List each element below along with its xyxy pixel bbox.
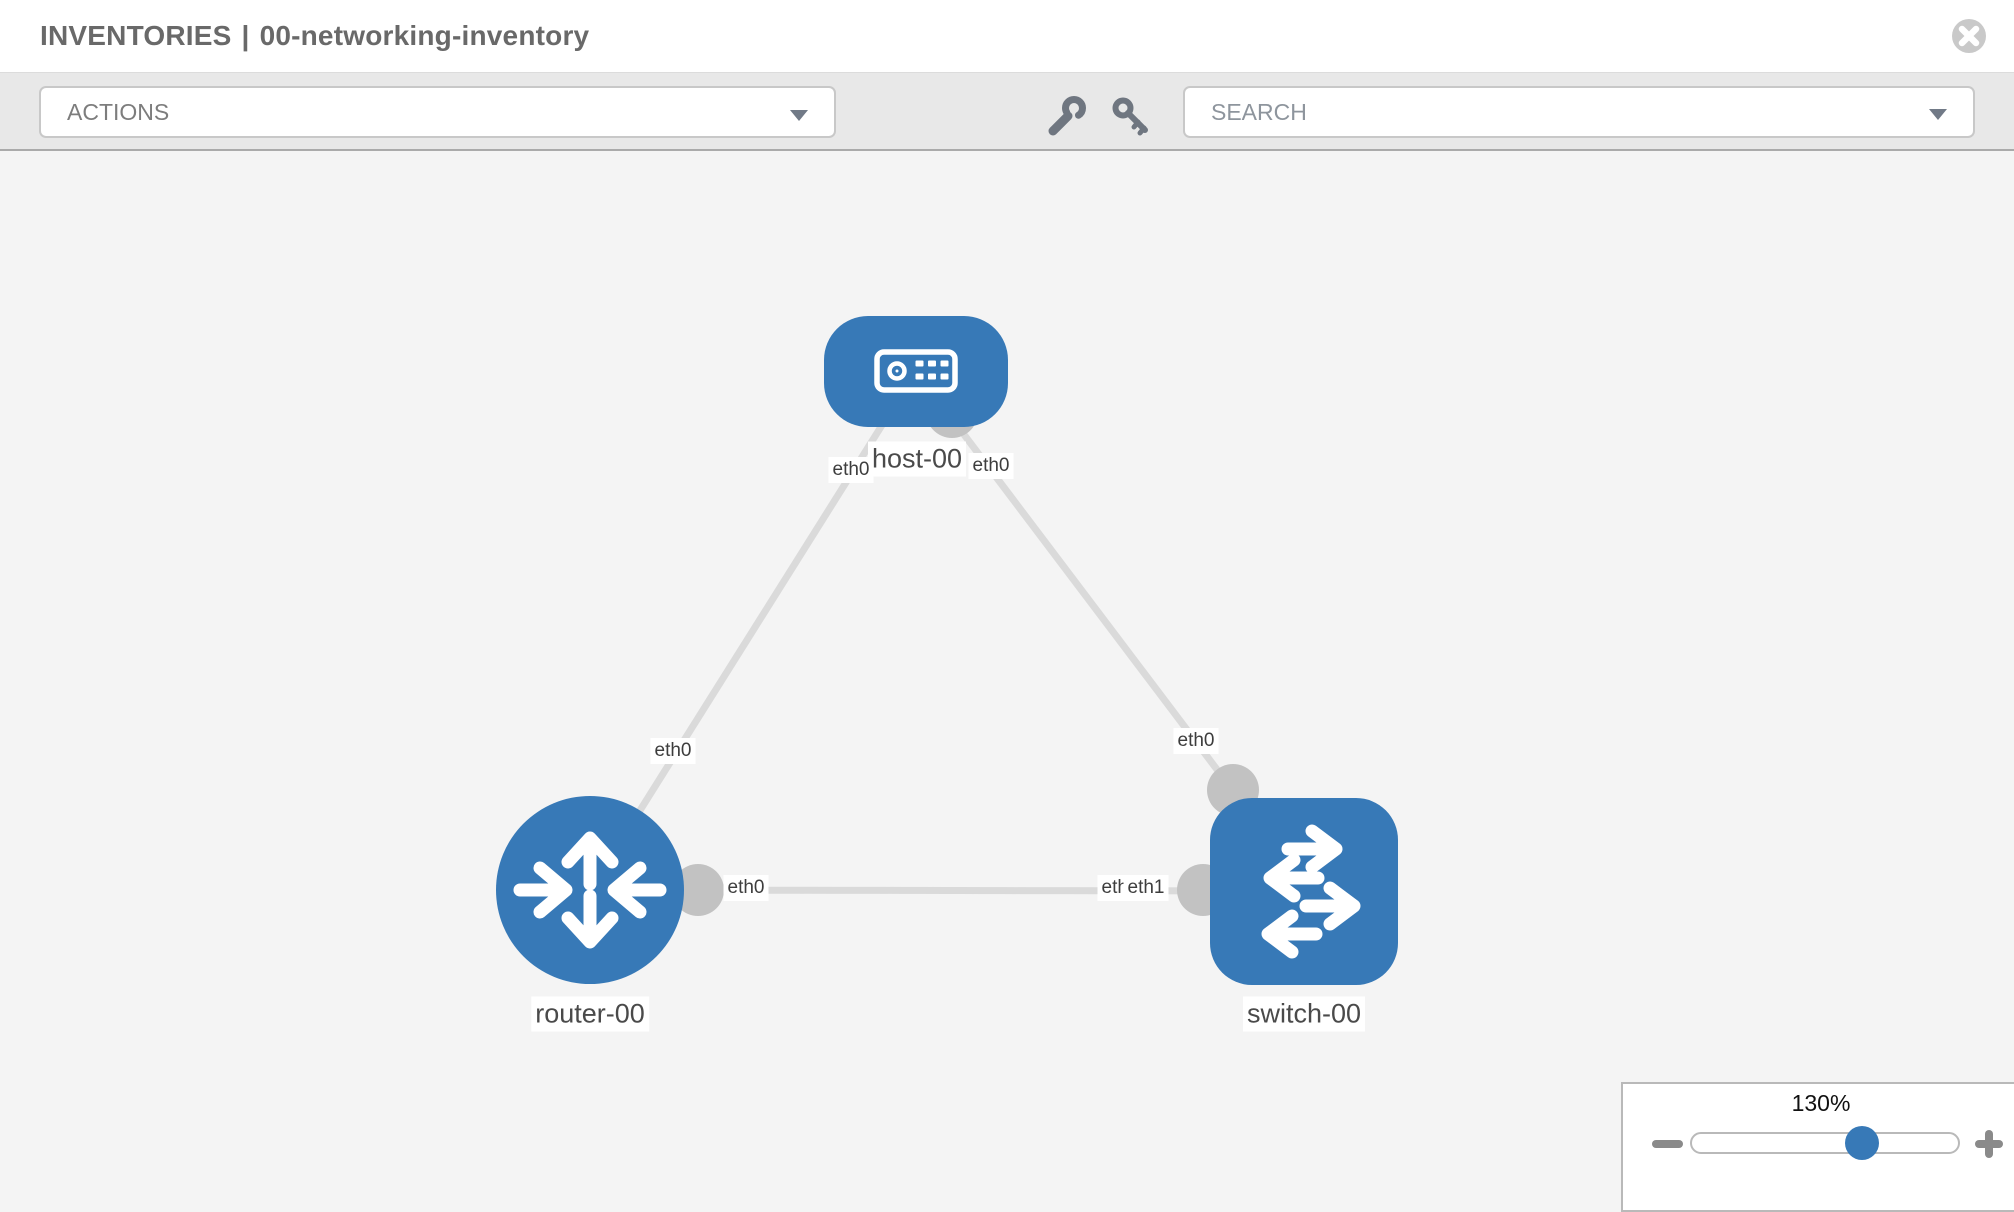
page-title-section: INVENTORIES <box>40 20 232 51</box>
page-title-separator: | <box>241 20 250 51</box>
zoom-slider-knob[interactable] <box>1845 1126 1879 1160</box>
node-label-host: host-00 <box>867 441 967 477</box>
node-router-00[interactable] <box>496 796 684 984</box>
page-title: INVENTORIES | 00-networking-inventory <box>40 0 589 72</box>
interface-label-router-eth0-uplink: eth0 <box>650 738 696 764</box>
key-credentials-button[interactable] <box>1109 95 1153 139</box>
search-input[interactable] <box>1185 88 1973 136</box>
actions-dropdown[interactable]: ACTIONS <box>39 86 836 138</box>
switch-icon <box>1261 824 1361 959</box>
zoom-in-plus-icon[interactable] <box>1975 1130 2003 1158</box>
node-switch-00[interactable] <box>1210 798 1398 985</box>
toolbar: ACTIONS <box>0 73 2014 151</box>
wrench-icon <box>1048 96 1086 136</box>
host-icon <box>874 349 958 393</box>
configure-tools-button[interactable] <box>1044 95 1088 139</box>
chevron-down-icon <box>1929 109 1947 120</box>
interface-bubble-router <box>672 864 724 916</box>
close-button[interactable] <box>1950 17 1988 55</box>
header: INVENTORIES | 00-networking-inventory <box>0 0 2014 73</box>
search-dropdown[interactable] <box>1183 86 1975 138</box>
node-label-switch: switch-00 <box>1242 996 1366 1032</box>
chevron-down-icon <box>790 110 808 121</box>
zoom-percent-label: 130% <box>1791 1090 1851 1116</box>
actions-dropdown-label: ACTIONS <box>67 99 170 125</box>
node-host-00[interactable] <box>824 316 1008 427</box>
interface-label-router-eth0: eth0 <box>723 875 769 901</box>
interface-label-host-eth0-left: eth0 <box>828 457 874 483</box>
zoom-control-panel: 130% <box>1621 1082 2014 1212</box>
interface-label-switch-eth1: eth1 <box>1123 875 1169 901</box>
interface-label-host-eth0-right: eth0 <box>968 453 1014 479</box>
page-title-inventory-name: 00-networking-inventory <box>259 20 590 51</box>
key-icon <box>1112 97 1148 136</box>
interface-label-switch-eth0: eth0 <box>1173 728 1219 754</box>
node-label-router: router-00 <box>531 996 649 1032</box>
close-icon <box>1952 19 1986 53</box>
zoom-out-minus-icon[interactable] <box>1652 1140 1683 1148</box>
zoom-slider[interactable] <box>1690 1126 1960 1160</box>
router-icon <box>513 831 667 949</box>
